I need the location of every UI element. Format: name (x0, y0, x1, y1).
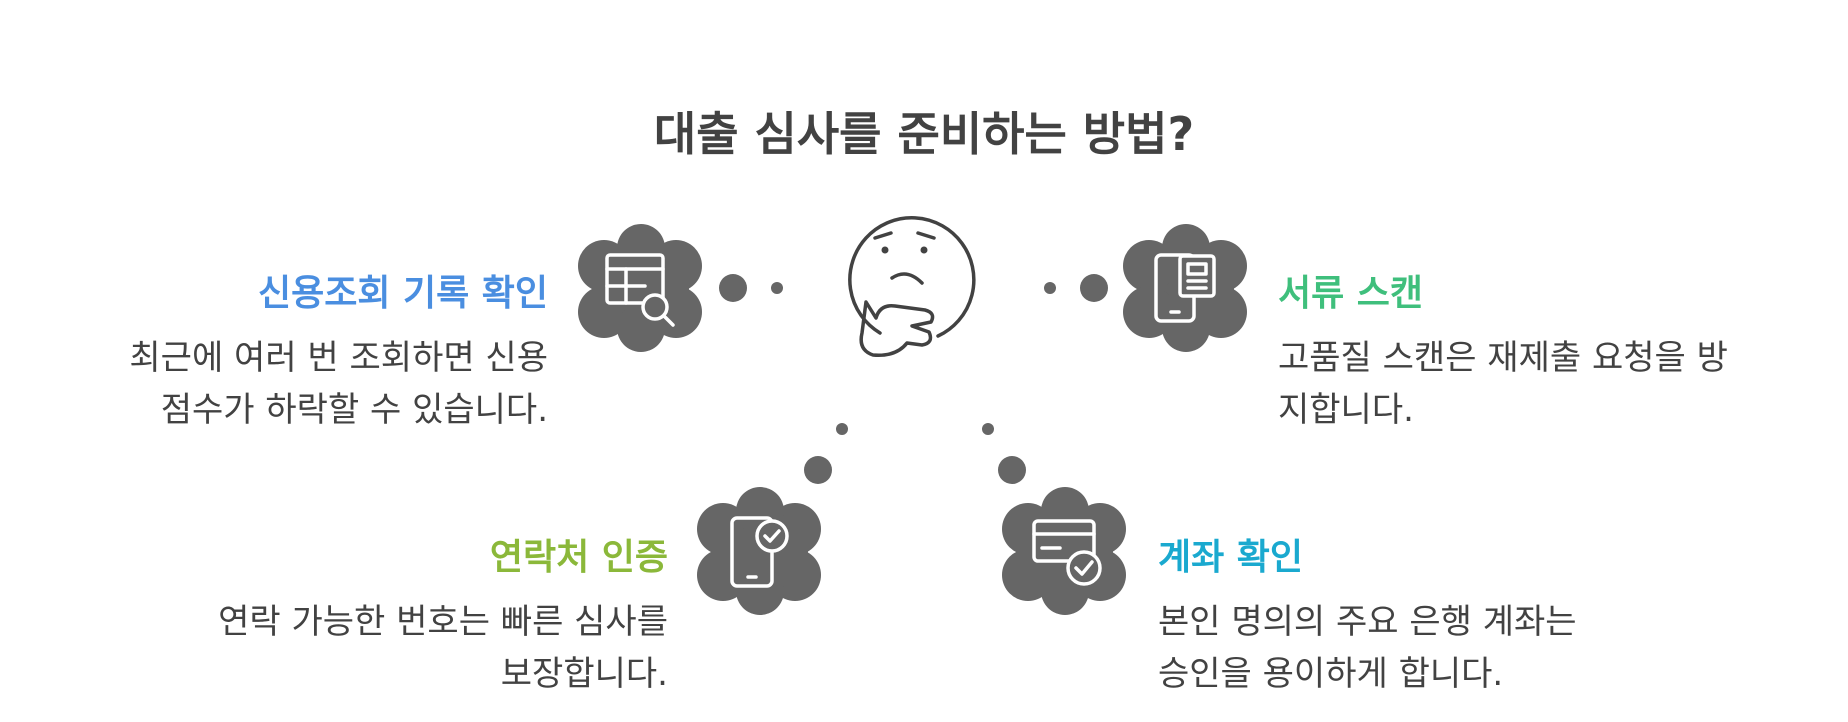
description-line: 연락 가능한 번호는 빠른 심사를 (218, 602, 668, 642)
description-line: 승인을 용이하게 합니다. (1158, 654, 1504, 694)
description-line: 점수가 하락할 수 있습니다. (160, 390, 548, 430)
document-scan-heading: 서류 스캔 (1278, 273, 1424, 314)
connector-dot (998, 456, 1026, 484)
phone-document-icon (1123, 224, 1247, 352)
account-check-description: 본인 명의의 주요 은행 계좌는 승인을 용이하게 합니다. (1158, 596, 1718, 700)
document-scan-description: 고품질 스캔은 재제출 요청을 방 지합니다. (1278, 332, 1838, 436)
account-check-heading: 계좌 확인 (1158, 537, 1304, 578)
connector-dot (719, 274, 747, 302)
diagram-title: 대출 심사를 준비하는 방법? (653, 107, 1195, 161)
description-line: 지합니다. (1278, 390, 1414, 430)
thinking-face-icon (848, 216, 976, 357)
contact-verification-heading: 연락처 인증 (489, 537, 668, 578)
connector-dot (982, 423, 994, 435)
table-search-icon (578, 224, 702, 352)
credit-check-description: 최근에 여러 번 조회하면 신용 점수가 하락할 수 있습니다. (28, 332, 548, 436)
description-line: 보장합니다. (500, 654, 668, 694)
credit-check-heading: 신용조회 기록 확인 (257, 273, 548, 314)
connector-dot (836, 423, 848, 435)
connector-dots (719, 274, 1108, 484)
card-check-icon (1002, 487, 1126, 615)
contact-verification-description: 연락 가능한 번호는 빠른 심사를 보장합니다. (108, 596, 668, 700)
connector-dot (771, 282, 783, 294)
connector-dot (804, 456, 832, 484)
connector-dot (1080, 274, 1108, 302)
connector-dot (1044, 282, 1056, 294)
description-line: 본인 명의의 주요 은행 계좌는 (1158, 602, 1577, 642)
description-line: 고품질 스캔은 재제출 요청을 방 (1278, 338, 1728, 378)
description-line: 최근에 여러 번 조회하면 신용 (129, 338, 548, 378)
phone-check-icon (697, 487, 821, 615)
